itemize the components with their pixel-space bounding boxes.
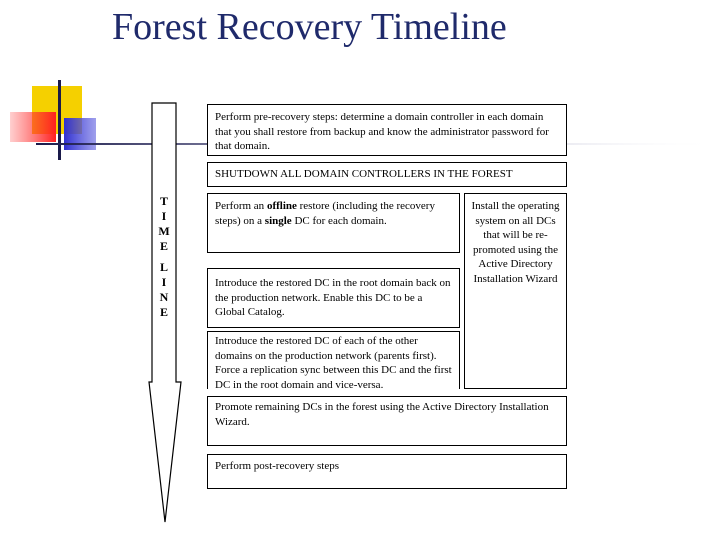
step-text: Perform pre-recovery steps: determine a … [215, 111, 549, 152]
timeline-letter: T [159, 194, 168, 208]
step-shutdown: SHUTDOWN ALL DOMAIN CONTROLLERS IN THE F… [207, 162, 567, 187]
step-text: Perform post-recovery steps [215, 460, 340, 472]
red-square [10, 112, 56, 142]
page-title: Forest Recovery Timeline [112, 6, 507, 48]
timeline-letter: I [161, 275, 167, 289]
step-offline-restore: Perform an offline restore (including th… [207, 193, 460, 253]
step-text: DC for each domain. [291, 214, 387, 227]
step-root-domain: Introduce the restored DC in the root do… [207, 268, 460, 328]
step-text-bold: single [264, 214, 292, 227]
step-pre-recovery: Perform pre-recovery steps: determine a … [207, 104, 567, 156]
step-post-recovery: Perform post-recovery steps [207, 454, 567, 489]
timeline-letter: E [159, 305, 168, 319]
timeline-letter: E [159, 239, 168, 253]
step-text: restore (including the recovery steps) o… [215, 200, 435, 227]
step-text: Perform an [215, 200, 267, 212]
step-install-os: Install the operating system on all DCs … [464, 193, 567, 389]
step-text: Introduce the restored DC of each of the… [215, 335, 452, 391]
timeline-arrow [148, 102, 182, 523]
timeline-letter: I [161, 209, 167, 223]
step-text-bold: offline [266, 200, 297, 212]
timeline-label: T I M E L I N E [154, 194, 174, 320]
step-text: SHUTDOWN ALL DOMAIN CONTROLLERS IN THE F… [215, 168, 513, 180]
step-text: Promote remaining DCs in the forest usin… [215, 401, 549, 428]
step-text: Introduce the restored DC in the root do… [215, 277, 451, 318]
blue-square [64, 118, 96, 150]
step-promote: Promote remaining DCs in the forest usin… [207, 396, 567, 446]
timeline-letter: L [159, 260, 168, 274]
timeline-letter: M [158, 224, 170, 238]
timeline-letter: N [159, 290, 169, 304]
step-other-domains: Introduce the restored DC of each of the… [207, 331, 460, 391]
step-text: Install the operating system on all DCs … [471, 200, 560, 285]
